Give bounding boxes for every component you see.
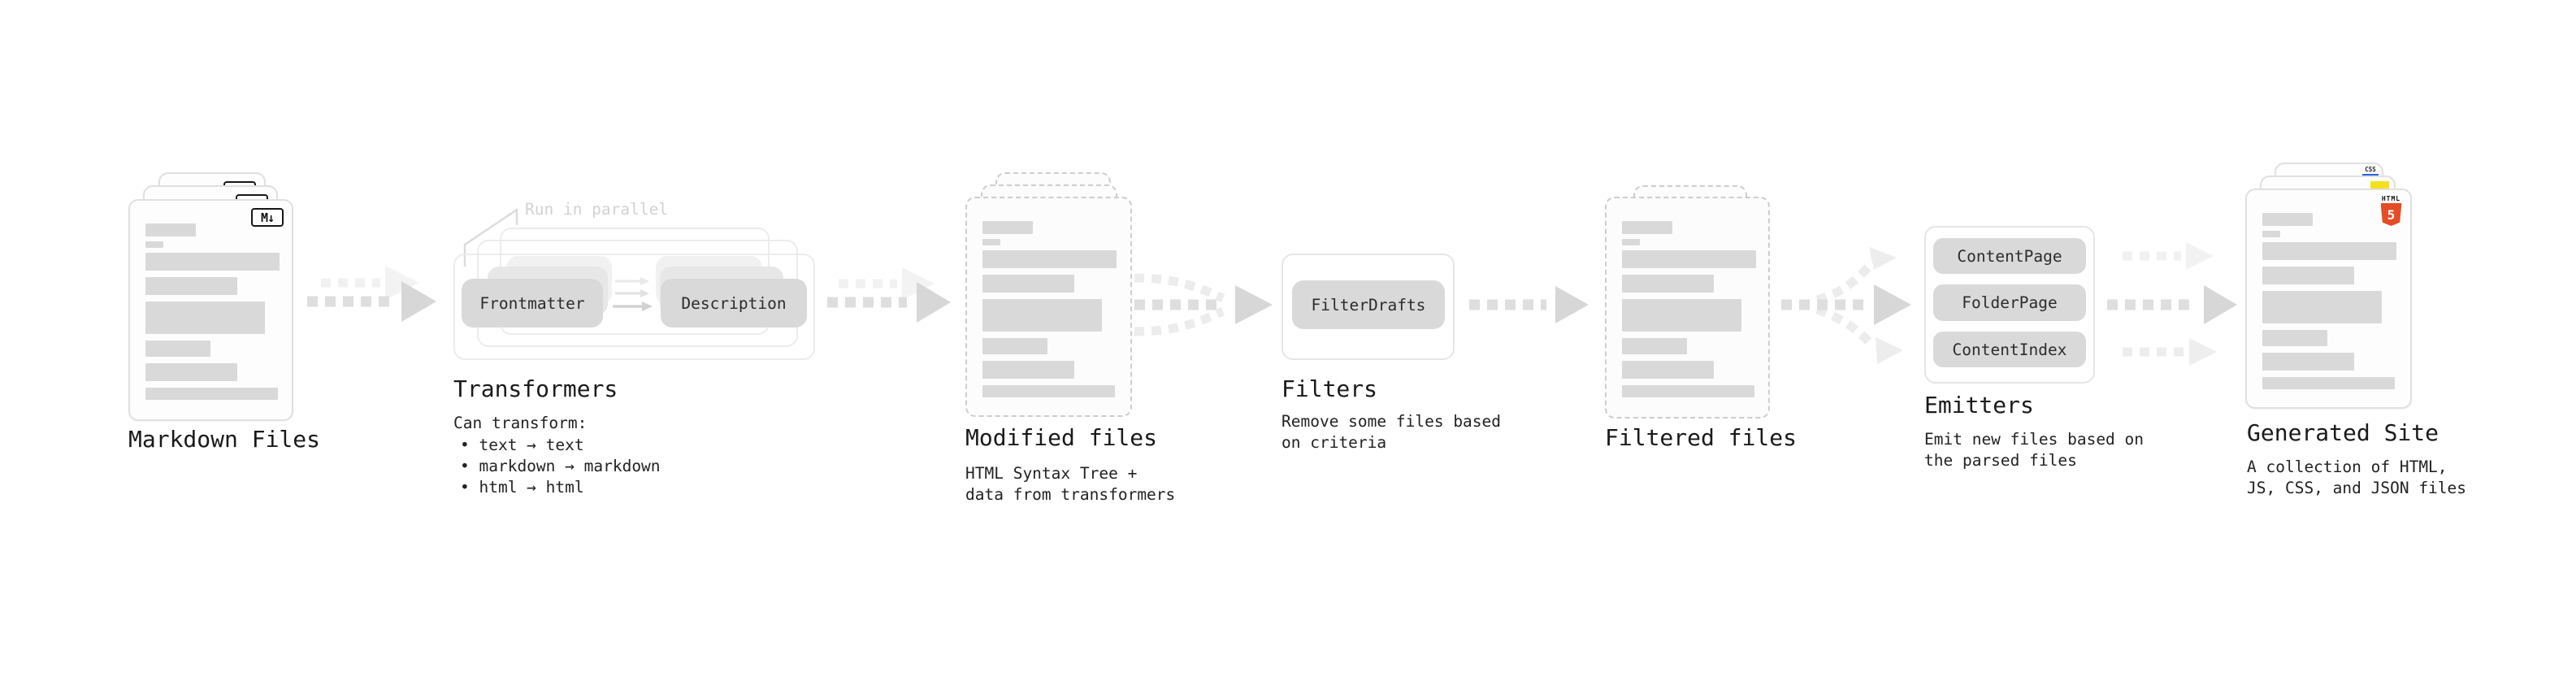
- content-page-pill: ContentPage: [1933, 238, 2086, 274]
- javascript-icon: [2370, 181, 2389, 189]
- arrow-filtered-to-emitters-fan-out: [1781, 247, 1911, 364]
- document-placeholder-lines: [2262, 213, 2399, 389]
- run-in-parallel-leader-line: [463, 208, 518, 267]
- placeholder-bar: [1622, 385, 1754, 397]
- transformers-bullet: • markdown → markdown: [460, 457, 661, 475]
- transformers-label: Transformers: [453, 375, 618, 402]
- placeholder-bar: [982, 239, 1000, 245]
- placeholder-bar: [982, 361, 1074, 379]
- filters-subtitle: on criteria: [1281, 433, 1387, 452]
- transformer-box-front: [453, 254, 815, 360]
- arrow-markdown-to-transformers: [307, 266, 436, 322]
- placeholder-bar: [982, 275, 1074, 293]
- mini-parallel-arrows: [613, 277, 653, 311]
- placeholder-bar: [145, 241, 163, 248]
- transformers-bullet: • html → html: [460, 478, 584, 497]
- document-placeholder-lines: [982, 221, 1119, 397]
- file-card-front: M↓: [128, 199, 293, 421]
- file-card-front: [965, 197, 1132, 417]
- placeholder-bar: [2262, 267, 2354, 284]
- transformers-bullet: • text → text: [460, 436, 584, 454]
- placeholder-bar: [982, 338, 1047, 354]
- emitters-subtitle: Emit new files based on: [1924, 430, 2144, 449]
- modified-files-subtitle: data from transformers: [965, 485, 1176, 504]
- placeholder-bar: [982, 299, 1102, 332]
- filters-box: [1281, 254, 1455, 360]
- filters-subtitle: Remove some files based: [1281, 412, 1502, 431]
- placeholder-bar: [1622, 361, 1714, 379]
- arrow-transformers-to-modified: [827, 267, 951, 323]
- placeholder-bar: [145, 340, 210, 357]
- placeholder-bar: [982, 221, 1033, 234]
- file-card-front: HTML 5: [2245, 189, 2412, 409]
- placeholder-bar: [1622, 221, 1672, 234]
- content-index-pill: ContentIndex: [1933, 332, 2086, 367]
- placeholder-bar: [145, 277, 237, 295]
- placeholder-bar: [2262, 353, 2354, 371]
- html5-icon: HTML 5: [2380, 195, 2402, 226]
- arrow-emitters-to-site: [2107, 242, 2237, 366]
- placeholder-bar: [1622, 275, 1714, 293]
- emitters-box: [1924, 226, 2095, 384]
- placeholder-bar: [982, 250, 1117, 268]
- placeholder-bar: [982, 385, 1115, 397]
- placeholder-bar: [2262, 213, 2313, 226]
- placeholder-bar: [145, 223, 196, 236]
- frontmatter-pill: Frontmatter: [462, 279, 603, 327]
- arrow-modified-to-filters-fan-in: [1134, 273, 1273, 336]
- placeholder-bar: [145, 253, 280, 271]
- folder-page-pill: FolderPage: [1933, 284, 2086, 321]
- filter-drafts-pill: FilterDrafts: [1292, 280, 1445, 329]
- description-pill: Description: [661, 279, 807, 327]
- emitters-label: Emitters: [1924, 392, 2034, 419]
- markdown-files-label: Markdown Files: [128, 426, 321, 453]
- placeholder-bar: [1622, 299, 1741, 332]
- generated-site-label: Generated Site: [2247, 419, 2439, 446]
- filters-label: Filters: [1281, 375, 1378, 402]
- placeholder-bar: [145, 301, 265, 334]
- placeholder-bar: [2262, 231, 2280, 237]
- placeholder-bar: [145, 388, 278, 400]
- modified-files-label: Modified files: [965, 424, 1158, 451]
- placeholder-bar: [145, 363, 237, 381]
- placeholder-bar: [2262, 291, 2382, 323]
- placeholder-bar: [2262, 377, 2395, 389]
- placeholder-bar: [1622, 250, 1756, 268]
- markdown-icon: M↓: [251, 208, 284, 227]
- placeholder-bar: [1622, 338, 1687, 354]
- modified-files-subtitle: HTML Syntax Tree +: [965, 464, 1138, 483]
- document-placeholder-lines: [1622, 221, 1757, 397]
- generated-site-subtitle: JS, CSS, and JSON files: [2247, 479, 2467, 497]
- placeholder-bar: [2262, 330, 2327, 346]
- placeholder-bar: [2262, 242, 2396, 260]
- css-icon: CSS: [2362, 167, 2379, 176]
- placeholder-bar: [1622, 239, 1640, 245]
- generated-site-subtitle: A collection of HTML,: [2247, 458, 2448, 476]
- run-in-parallel-note: Run in parallel: [525, 200, 669, 219]
- transformers-description-title: Can transform:: [453, 414, 588, 432]
- filtered-files-label: Filtered files: [1605, 424, 1798, 451]
- document-placeholder-lines: [145, 223, 280, 400]
- arrow-filters-to-filtered: [1469, 286, 1589, 323]
- file-card-front: [1605, 197, 1770, 419]
- emitters-subtitle: the parsed files: [1924, 451, 2077, 470]
